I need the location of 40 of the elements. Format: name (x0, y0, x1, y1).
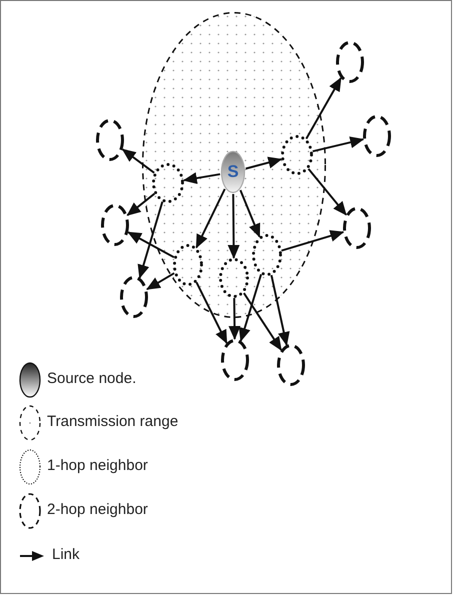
arrow (270, 274, 290, 346)
one-hop-neighbor-node (252, 234, 282, 276)
arrow (127, 231, 174, 258)
arrow (228, 194, 240, 259)
two-hop-neighbor-node (277, 344, 305, 386)
legend-text: Source node. (47, 370, 136, 387)
one-hop-neighbor-node (152, 163, 184, 203)
source-node (220, 150, 246, 194)
arrow (281, 230, 344, 252)
one-hop-neighbor-node (281, 135, 313, 175)
arrow (196, 188, 226, 248)
two-hop-neighbor-node (221, 339, 249, 381)
node-label: S (226, 162, 240, 182)
arrow (243, 292, 282, 351)
arrow (126, 192, 156, 216)
legend-text: Link (52, 546, 80, 563)
two-hop-neighbor-node (96, 119, 124, 161)
one-hop-neighbor-node (173, 244, 203, 286)
transmission-range-ellipse (142, 12, 326, 318)
arrow (146, 272, 175, 290)
two-hop-neighbor-node (101, 204, 129, 246)
two-hop-neighbor-node (343, 207, 371, 249)
arrow (238, 274, 262, 342)
arrow (246, 156, 282, 170)
legend-text: 2-hop neighbor (47, 501, 148, 518)
arrow (182, 172, 220, 184)
arrow (308, 168, 347, 216)
arrow (312, 136, 364, 152)
arrow (305, 77, 342, 140)
two-hop-neighbor-node (336, 41, 364, 83)
arrow (122, 148, 155, 174)
arrow (228, 298, 241, 340)
arrow (196, 282, 228, 344)
legend-text: 1-hop neighbor (47, 457, 148, 474)
legend-text: Transmission range (47, 413, 178, 430)
arrow (138, 201, 164, 279)
two-hop-neighbor-node (363, 115, 391, 157)
two-hop-neighbor-node (120, 276, 148, 318)
arrow (239, 190, 260, 238)
one-hop-neighbor-node (219, 258, 249, 298)
